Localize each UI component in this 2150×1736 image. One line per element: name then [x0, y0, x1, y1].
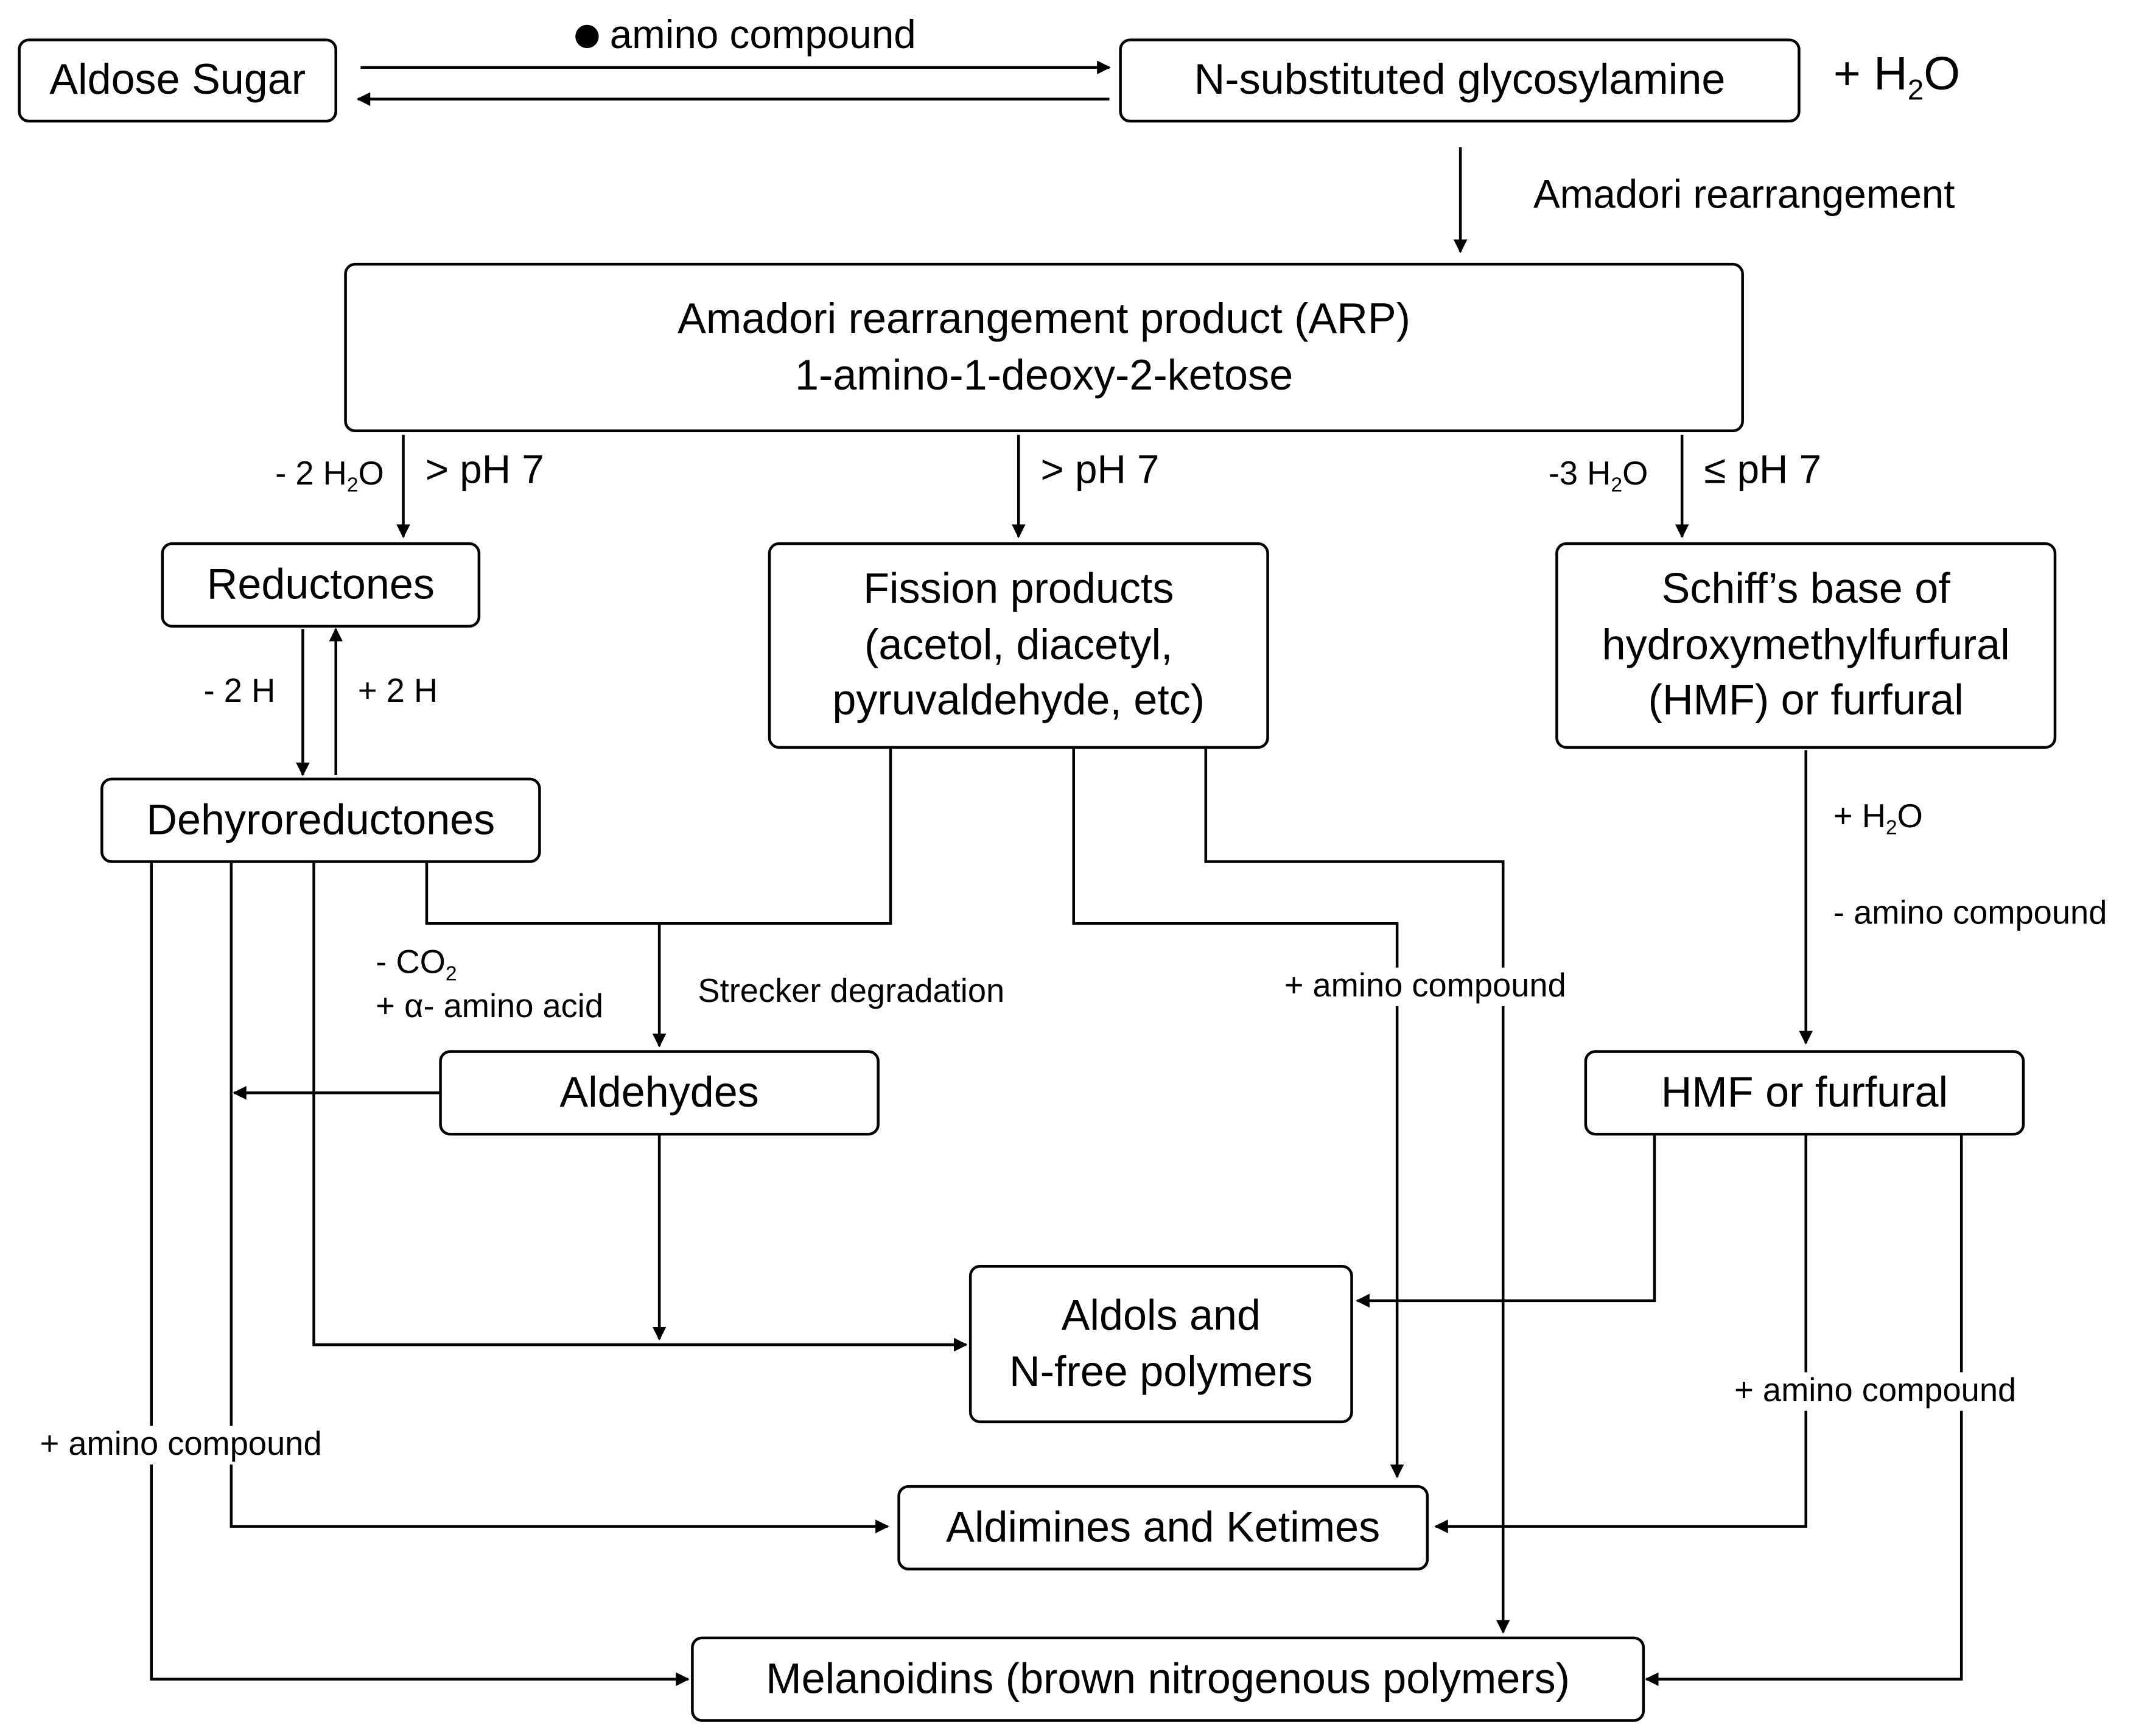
aldols-box: Aldols and N-free polymers	[968, 1265, 1353, 1424]
water-gain-label: + H2O	[1833, 798, 1923, 840]
arrow-fission-to-melanoidins	[1204, 749, 1510, 1634]
aldols-line-2: N-free polymers	[1009, 1346, 1313, 1395]
reductones-label: Reductones	[206, 559, 435, 608]
water-product-label: + H2O	[1833, 48, 1961, 107]
aldehydes-box: Aldehydes	[439, 1050, 880, 1136]
schiff-line-3: (HMF) or furfural	[1648, 676, 1964, 725]
aldose-sugar-box: Aldose Sugar	[18, 38, 337, 123]
arrow-fission-to-aldimines	[1072, 749, 1404, 1479]
aldols-line-1: Aldols and	[1061, 1290, 1261, 1339]
schiff-line-1: Schiff’s base of	[1661, 564, 1950, 612]
arrow-dehydro-to-melanoidins	[150, 863, 690, 1686]
aldimines-label: Aldimines and Ketimes	[946, 1502, 1381, 1551]
arrow-dehydro-to-aldols	[312, 863, 968, 1352]
aldimines-box: Aldimines and Ketimes	[897, 1485, 1429, 1571]
arp-line-1: Amadori rearrangement product (ARP)	[678, 293, 1411, 343]
arrow-hmf-to-melanoidins	[1645, 1135, 1963, 1686]
fission-line-1: Fission products	[863, 564, 1174, 612]
dehydroreductones-label: Dehyroreductones	[146, 794, 495, 844]
co2-loss-label: - CO2	[376, 944, 457, 986]
fission-line-2: (acetol, diacetyl,	[864, 620, 1173, 668]
schiff-line-2: hydroxymethylfurfural	[1602, 620, 2010, 668]
amino-compound-right-bottom-label: + amino compound	[1734, 1372, 2017, 1410]
middle-ph-label: > pH 7	[1040, 449, 1160, 495]
plus-2h-label: + 2 H	[357, 673, 438, 712]
glycosylamine-label: N-substituted glycosylamine	[1194, 55, 1726, 103]
right-ph-label: ≤ pH 7	[1704, 449, 1822, 495]
arrow-dehydro-to-aldimines	[229, 863, 889, 1533]
minus-2h-label: - 2 H	[203, 673, 276, 712]
arp-box: Amadori rearrangement product (ARP) 1-am…	[344, 262, 1744, 433]
fission-products-box: Fission products (acetol, diacetyl, pyru…	[768, 542, 1269, 749]
amino-compound-top-label: amino compound	[575, 13, 916, 60]
left-ph-label: > pH 7	[425, 449, 544, 495]
minus-amino-compound-label: - amino compound	[1833, 894, 2107, 933]
amadori-rearrangement-label: Amadori rearrangement	[1533, 173, 1955, 220]
aldose-sugar-label: Aldose Sugar	[49, 55, 306, 103]
arp-line-2: 1-amino-1-deoxy-2-ketose	[795, 350, 1294, 399]
schiff-base-box: Schiff’s base of hydroxymethylfurfural (…	[1555, 542, 2057, 749]
melanoidins-box: Melanoidins (brown nitrogenous polymers)	[691, 1636, 1645, 1722]
arrow-hmf-to-aldimines	[1434, 1135, 1807, 1533]
reductones-box: Reductones	[161, 542, 481, 628]
amino-compound-left-bottom-label: + amino compound	[40, 1426, 322, 1464]
hmf-furfural-label: HMF or furfural	[1661, 1067, 1949, 1116]
hmf-furfural-box: HMF or furfural	[1584, 1050, 2025, 1136]
strecker-degradation-label: Strecker degradation	[698, 973, 1005, 1012]
left-water-loss-label: - 2 H2O	[275, 455, 384, 497]
right-water-loss-label: -3 H2O	[1548, 455, 1648, 497]
alpha-amino-acid-label: + α- amino acid	[376, 988, 604, 1026]
amino-compound-center-label: + amino compound	[1284, 967, 1566, 1006]
arrow-hmf-to-aldols	[1356, 1135, 1656, 1308]
fission-line-3: pyruvaldehyde, etc)	[832, 676, 1205, 725]
aldehydes-label: Aldehydes	[559, 1067, 759, 1116]
glycosylamine-box: N-substituted glycosylamine	[1119, 38, 1801, 123]
bullet-icon	[575, 24, 599, 49]
melanoidins-label: Melanoidins (brown nitrogenous polymers)	[766, 1653, 1570, 1703]
dehydroreductones-box: Dehyroreductones	[100, 777, 541, 863]
